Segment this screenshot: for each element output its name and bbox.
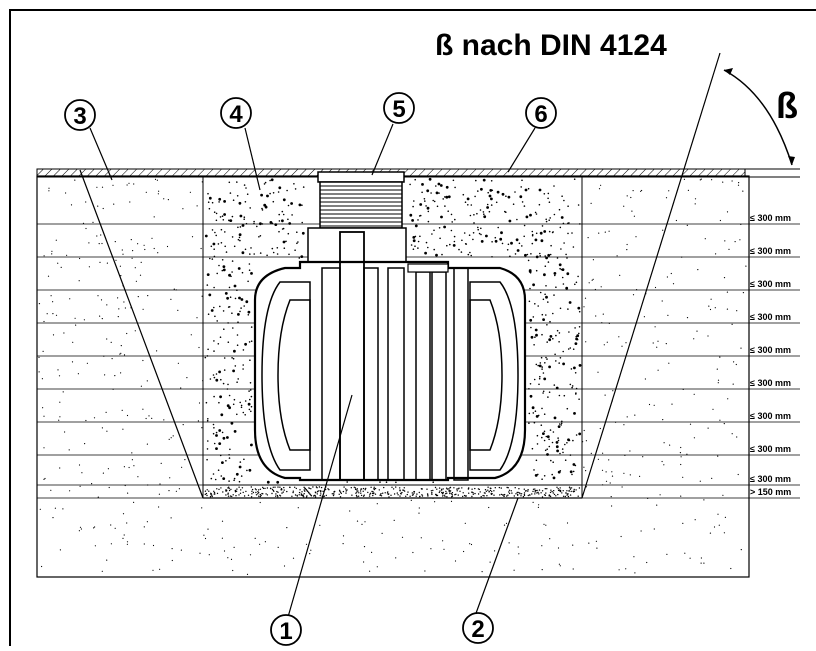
layer-thickness-label: ≤ 300 mm [750, 474, 791, 484]
tank-rib-left-outer [261, 281, 311, 471]
layer-thickness-label: ≤ 300 mm [750, 246, 791, 256]
tank-column [387, 267, 405, 481]
tank-body [253, 260, 527, 482]
tank-rib-left-inner [277, 299, 311, 451]
tank-top-cap [407, 263, 449, 273]
trench-slope-left [79, 169, 204, 499]
layer-thickness-label: ≤ 300 mm [750, 345, 791, 355]
callout-6-label: 6 [534, 101, 547, 128]
callout-1: 1 [270, 614, 302, 646]
callout-2-label: 2 [471, 616, 484, 643]
cistern-tank [253, 171, 527, 482]
layer-thickness-label: ≤ 300 mm [750, 213, 791, 223]
beta-symbol: ß [776, 85, 798, 126]
callout-3-label: 3 [73, 103, 86, 130]
beta-arrow-bottom [788, 156, 795, 165]
callout-4-label: 4 [229, 101, 243, 128]
bedding-layer-dots [204, 486, 581, 498]
callout-6: 6 [525, 97, 557, 129]
layer-thickness-label: ≤ 300 mm [750, 444, 791, 454]
layer-thickness-label: > 150 mm [750, 487, 791, 497]
tank-column [453, 267, 469, 481]
tank-rib-right-inner [469, 299, 503, 451]
layer-thickness-label: ≤ 300 mm [750, 411, 791, 421]
callout-1-label: 1 [279, 618, 292, 645]
beta-angle-arc [723, 69, 793, 166]
tank-rib-right-outer [469, 281, 519, 471]
layer-thickness-label: ≤ 300 mm [750, 312, 791, 322]
shaft-extension [319, 181, 403, 229]
layer-thickness-labels: ≤ 300 mm ≤ 300 mm ≤ 300 mm ≤ 300 mm ≤ 300 mm… [750, 213, 791, 497]
trench-slope-right [581, 52, 721, 499]
callout-leaders [89, 123, 536, 618]
gravel-backfill-dots [204, 177, 582, 484]
shaft-lid [317, 171, 405, 183]
callout-5: 5 [383, 92, 415, 124]
layer-thickness-label: ≤ 300 mm [750, 378, 791, 388]
callout-5-label: 5 [392, 96, 405, 123]
tank-column [363, 267, 379, 481]
callout-4: 4 [220, 97, 252, 129]
layer-thickness-label: ≤ 300 mm [750, 279, 791, 289]
callout-2: 2 [462, 612, 494, 644]
callout-3: 3 [64, 99, 96, 131]
shaft-ribs [320, 185, 402, 227]
drawing-title: ß nach DIN 4124 [435, 29, 667, 62]
beta-arrow-top [724, 68, 733, 75]
